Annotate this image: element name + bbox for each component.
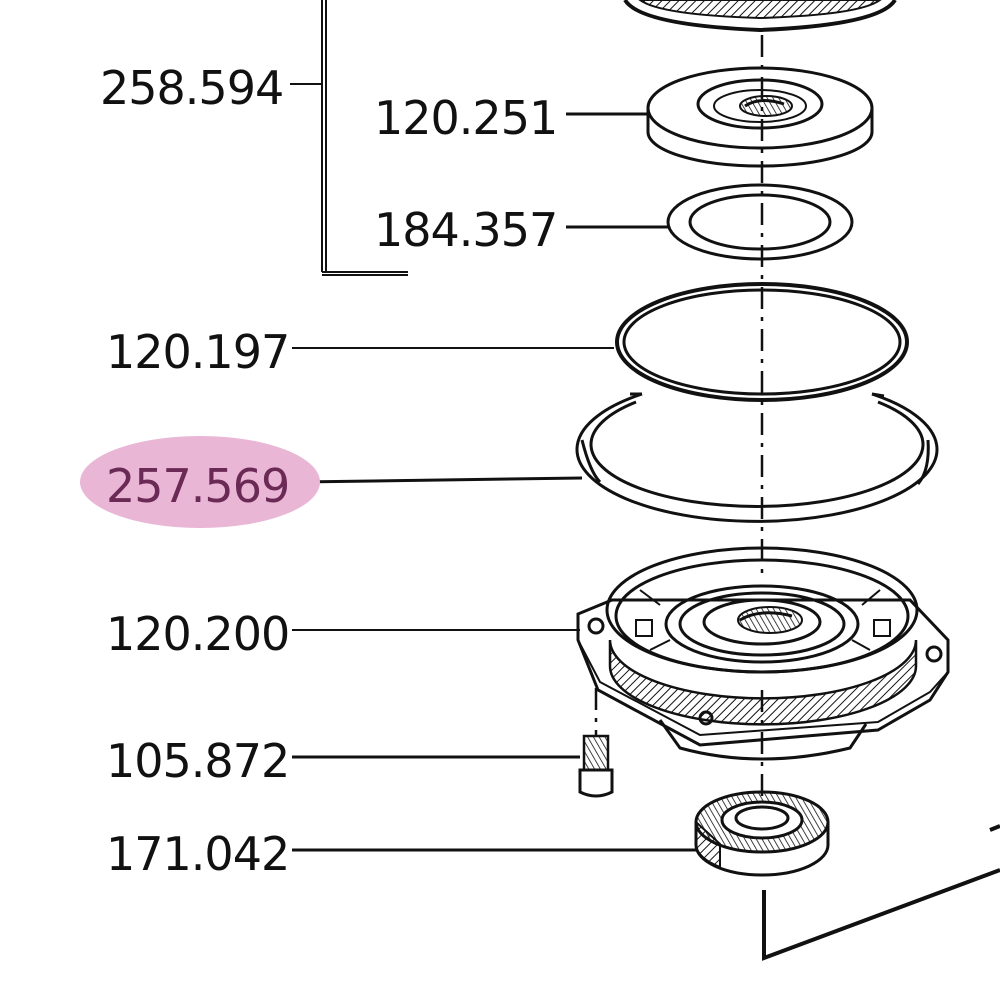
part-label-105872: 105.872 [106,734,289,788]
disk-120251 [646,66,874,168]
flange-housing-120200 [576,546,950,761]
top-gear-part [623,0,897,33]
group-bracket-258594 [290,0,408,276]
screw-105872 [578,688,614,798]
leader-257569 [299,476,583,484]
part-label-184357: 184.357 [374,203,557,257]
retaining-ring-257569 [575,392,939,523]
part-label-120197: 120.197 [106,325,289,379]
bearing-171042 [694,790,830,877]
housing-outline [762,824,1000,961]
oring-120197 [615,282,909,402]
part-label-257569: 257.569 [106,459,289,513]
part-label-171042: 171.042 [106,827,289,881]
part-label-120200: 120.200 [106,607,289,661]
part-label-258594: 258.594 [100,61,283,115]
ring-184357 [666,183,854,261]
part-label-120251: 120.251 [374,91,557,145]
highlight-ellipse [80,436,320,528]
